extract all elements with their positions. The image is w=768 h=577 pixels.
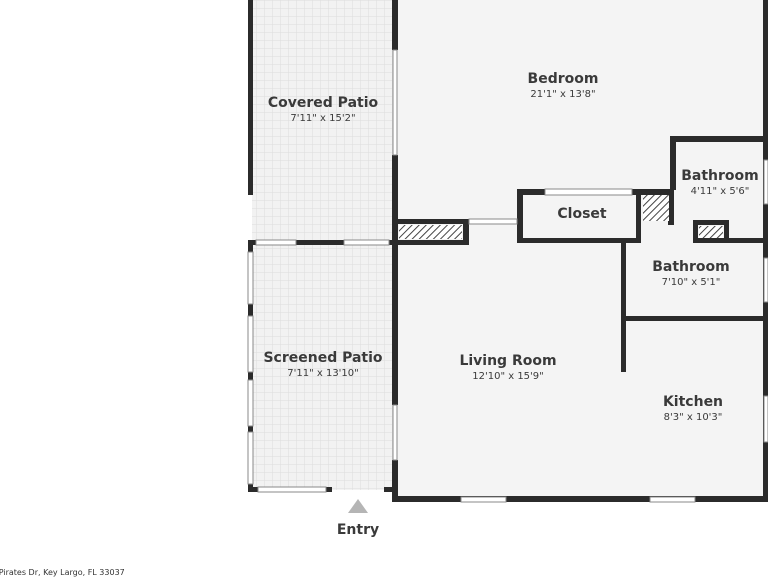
covered-patio-floor: [252, 0, 394, 244]
covered-patio-dims: 7'11" x 15'2": [290, 113, 356, 124]
address-text: 13 Pirates Dr, Key Largo, FL 33037: [0, 568, 125, 577]
chimney-hatch: [399, 225, 462, 239]
covered-patio-name: Covered Patio: [267, 95, 379, 111]
living-room-dims: 12'10" x 15'9": [472, 371, 544, 382]
kitchen-dims: 8'3" x 10'3": [663, 412, 723, 423]
screened-patio-dims: 7'11" x 13'10": [287, 368, 359, 379]
bathroom-upper-name: Bathroom: [681, 168, 759, 184]
bedroom-dims: 21'1" x 13'8": [530, 89, 596, 100]
shaft-hatch-upper: [643, 195, 669, 221]
kitchen-name: Kitchen: [662, 394, 724, 410]
living-room-name: Living Room: [459, 353, 557, 369]
entry-label: Entry: [336, 522, 380, 538]
bathroom-lower-name: Bathroom: [652, 259, 730, 275]
closet-name: Closet: [557, 206, 607, 222]
shaft-hatch-lower: [699, 226, 723, 238]
bathroom-upper-dims: 4'11" x 5'6": [690, 186, 750, 197]
entry-arrow-icon: [348, 499, 368, 513]
screened-patio-floor: [252, 244, 394, 490]
closet-floor: [520, 193, 638, 239]
bedroom-name: Bedroom: [527, 71, 599, 87]
interior-floor: [396, 0, 768, 500]
bathroom-lower-dims: 7'10" x 5'1": [661, 277, 721, 288]
screened-patio-name: Screened Patio: [263, 350, 383, 366]
windows: [247, 49, 768, 503]
